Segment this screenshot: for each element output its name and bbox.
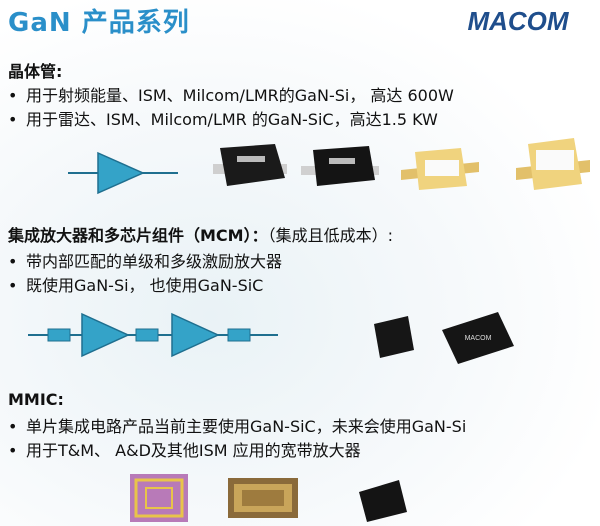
bullet-dot: • <box>8 276 18 295</box>
bullet-text: 带内部匹配的单级和多级激励放大器 <box>26 252 283 271</box>
section-mcm-subtitle: （集成且低成本）: <box>267 226 393 245</box>
bullet-item: • 带内部匹配的单级和多级激励放大器 <box>8 248 282 272</box>
mmic-package-image <box>359 480 407 522</box>
mcm-package-image <box>374 316 414 358</box>
bullet-dot: • <box>8 417 18 436</box>
transistor-package-image <box>516 138 590 190</box>
transistor-package-image <box>213 144 287 186</box>
bullet-text: 既使用GaN-Si， 也使用GaN-SiC <box>26 276 264 295</box>
multistage-amplifier-diagram-icon <box>28 312 278 358</box>
mcm-package-logo: MACOM <box>465 335 492 342</box>
page-title: GaN 产品系列 <box>8 8 190 38</box>
bullet-item: • 既使用GaN-Si， 也使用GaN-SiC <box>8 272 263 296</box>
amplifier-symbol-icon <box>68 151 178 195</box>
svg-text:MACOM: MACOM <box>467 6 569 34</box>
bullet-text: 用于T&M、 A&D及其他ISM 应用的宽带放大器 <box>26 441 361 460</box>
section-mcm-heading: 集成放大器和多芯片组件（MCM）：（集成且低成本）: <box>8 222 393 246</box>
mmic-die-image <box>228 478 298 518</box>
bullet-item: • 用于T&M、 A&D及其他ISM 应用的宽带放大器 <box>8 437 361 461</box>
bullet-text: 用于射频能量、ISM、Milcom/LMR的GaN-Si， 高达 600W <box>26 86 454 105</box>
bullet-dot: • <box>8 86 18 105</box>
transistor-package-image <box>301 146 379 186</box>
mmic-die-image <box>130 474 188 522</box>
bullet-dot: • <box>8 110 18 129</box>
bullet-item: • 单片集成电路产品当前主要使用GaN-SiC，未来会使用GaN-Si <box>8 413 466 437</box>
bullet-dot: • <box>8 441 18 460</box>
bullet-text: 用于雷达、ISM、Milcom/LMR 的GaN-SiC，高达1.5 KW <box>26 110 438 129</box>
bullet-item: • 用于射频能量、ISM、Milcom/LMR的GaN-Si， 高达 600W <box>8 82 454 106</box>
bullet-text: 单片集成电路产品当前主要使用GaN-SiC，未来会使用GaN-Si <box>26 417 467 436</box>
bullet-dot: • <box>8 252 18 271</box>
macom-logo: MACOM <box>448 6 588 34</box>
transistor-package-image <box>401 148 479 190</box>
section-transistor-heading: 晶体管: <box>8 62 63 81</box>
section-mmic-heading: MMIC: <box>8 390 64 409</box>
bullet-item: • 用于雷达、ISM、Milcom/LMR 的GaN-SiC，高达1.5 KW <box>8 106 438 130</box>
section-mcm-title: 集成放大器和多芯片组件（MCM）： <box>8 226 268 245</box>
mcm-package-image: MACOM <box>442 312 514 364</box>
